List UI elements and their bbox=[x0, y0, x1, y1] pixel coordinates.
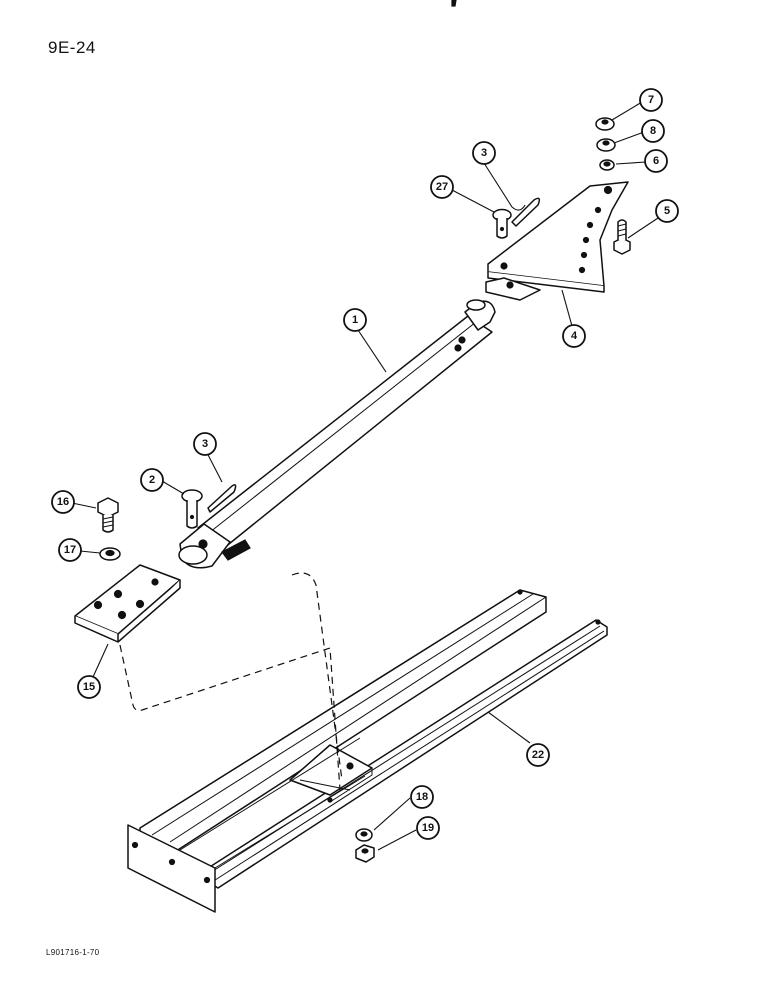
cotter-pin-lower bbox=[207, 484, 237, 513]
callout-27: 27 bbox=[430, 175, 454, 199]
callout-15: 15 bbox=[77, 675, 101, 699]
pin-2 bbox=[181, 489, 203, 529]
mounting-plate bbox=[74, 564, 181, 643]
callout-7: 7 bbox=[639, 88, 663, 112]
frame-assembly bbox=[127, 589, 608, 913]
nut-8 bbox=[596, 138, 616, 152]
washer-17 bbox=[99, 547, 121, 561]
callout-label: 4 bbox=[571, 330, 578, 342]
nut-7 bbox=[595, 117, 615, 131]
cotter-pin-upper bbox=[511, 197, 541, 227]
callout-label: 15 bbox=[83, 681, 95, 693]
callout-6: 6 bbox=[644, 149, 668, 173]
washer-6 bbox=[599, 159, 615, 171]
callout-16: 16 bbox=[51, 490, 75, 514]
callout-18: 18 bbox=[410, 785, 434, 809]
bolt-5 bbox=[613, 219, 631, 255]
callout-3-lower: 3 bbox=[193, 432, 217, 456]
callout-1: 1 bbox=[343, 308, 367, 332]
callout-label: 5 bbox=[664, 205, 670, 217]
callout-label: 27 bbox=[436, 181, 448, 193]
callout-3-upper: 3 bbox=[472, 141, 496, 165]
bolt-16 bbox=[97, 497, 119, 533]
callout-2: 2 bbox=[140, 468, 164, 492]
nut-18 bbox=[355, 828, 373, 842]
callout-label: 16 bbox=[57, 496, 69, 508]
callout-22: 22 bbox=[526, 743, 550, 767]
nut-19 bbox=[355, 844, 375, 863]
callout-label: 6 bbox=[653, 155, 659, 167]
callout-label: 3 bbox=[481, 147, 487, 159]
callout-label: 8 bbox=[650, 125, 656, 137]
callout-label: 17 bbox=[64, 544, 76, 556]
callout-label: 18 bbox=[416, 791, 428, 803]
leader-lines bbox=[71, 101, 659, 851]
callout-4: 4 bbox=[562, 324, 586, 348]
callout-17: 17 bbox=[58, 538, 82, 562]
mounting-bracket bbox=[485, 181, 629, 301]
callout-label: 19 bbox=[422, 822, 434, 834]
callout-5: 5 bbox=[655, 199, 679, 223]
page-number: 9E-24 bbox=[48, 38, 96, 57]
callout-8: 8 bbox=[641, 119, 665, 143]
callout-label: 3 bbox=[202, 438, 208, 450]
hydraulic-cylinder bbox=[178, 299, 496, 569]
callout-label: 1 bbox=[352, 314, 358, 326]
callout-label: 7 bbox=[648, 94, 654, 106]
callout-19: 19 bbox=[416, 816, 440, 840]
alignment-dashed-line bbox=[119, 644, 341, 791]
callout-label: 22 bbox=[532, 749, 544, 761]
reference-code: L901716-1-70 bbox=[46, 948, 100, 957]
callout-label: 2 bbox=[149, 474, 155, 486]
pin-27 bbox=[492, 208, 512, 239]
top-fragment bbox=[451, 0, 457, 7]
